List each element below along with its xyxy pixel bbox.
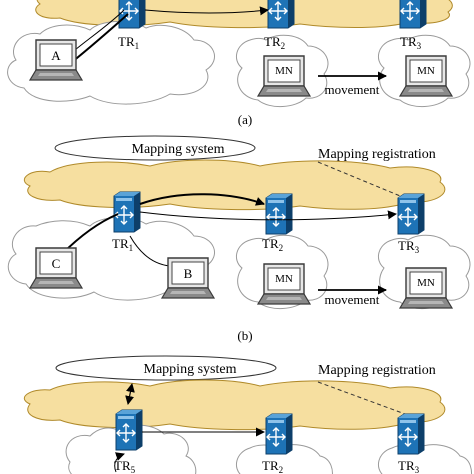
movement-label-b: movement bbox=[325, 292, 380, 307]
link-b-tr1 bbox=[129, 235, 171, 267]
mapping-registration-label-b: Mapping registration bbox=[318, 147, 436, 162]
access-cloud-c-right bbox=[377, 444, 473, 474]
tr2-label-c: TR2 bbox=[262, 458, 283, 474]
arrow-up-tr5 bbox=[114, 452, 125, 473]
mapping-system-ellipse-b bbox=[54, 135, 256, 161]
router-tr1-icon bbox=[118, 0, 146, 29]
tr3-label-c: TR3 bbox=[398, 458, 420, 474]
mapping-system-label-c: Mapping system bbox=[144, 362, 237, 377]
router-tr3-icon bbox=[399, 0, 427, 29]
arrow-tr1-tr3-b bbox=[139, 210, 397, 221]
core-cloud-b bbox=[23, 159, 446, 211]
registration-dashed-b bbox=[317, 161, 406, 199]
router-tr2-icon-b bbox=[265, 193, 293, 235]
router-tr1-icon-b bbox=[113, 191, 141, 233]
core-cloud-c bbox=[23, 379, 446, 431]
caption-b: (b) bbox=[237, 328, 252, 343]
movement-label-a: movement bbox=[325, 82, 380, 97]
mn-label-a-right: MN bbox=[417, 65, 435, 77]
host-a-label: A bbox=[51, 48, 61, 63]
arrow-tr1-tr2-b bbox=[139, 193, 265, 206]
mn-label-b-right: MN bbox=[417, 277, 435, 289]
router-tr3-icon-c bbox=[397, 413, 425, 455]
host-b-label: B bbox=[184, 266, 193, 281]
tr2-label-b: TR2 bbox=[262, 236, 283, 253]
tr2-label-a: TR2 bbox=[264, 34, 285, 51]
mapping-system-ellipse-c bbox=[55, 355, 277, 381]
arrow-mapping-tr5 bbox=[125, 383, 135, 405]
panel-a: TR1 TR2 TR3 A MN MN movement (a) bbox=[7, 0, 471, 127]
tr5-label-c: TR5 bbox=[114, 458, 136, 474]
caption-a: (a) bbox=[238, 112, 252, 127]
arrow-tr1-tr2-a bbox=[144, 6, 269, 16]
router-tr5-icon bbox=[115, 409, 143, 451]
mn-label-a-left: MN bbox=[275, 65, 293, 77]
router-tr2-icon-c bbox=[265, 413, 293, 455]
registration-dashed-c bbox=[317, 381, 406, 415]
panel-b: Mapping system Mapping registration TR1 … bbox=[7, 135, 471, 343]
mapping-registration-label-c: Mapping registration bbox=[318, 363, 436, 378]
tr1-label-a: TR1 bbox=[118, 34, 139, 51]
tr3-label-a: TR3 bbox=[400, 34, 422, 51]
tr3-label-b: TR3 bbox=[398, 238, 420, 255]
router-tr2-icon bbox=[267, 0, 295, 29]
mn-label-b-left: MN bbox=[275, 273, 293, 285]
panel-c: Mapping system Mapping registration TR5 … bbox=[23, 355, 473, 474]
mapping-system-label-b: Mapping system bbox=[132, 142, 225, 157]
host-c-label: C bbox=[52, 256, 61, 271]
core-cloud-a bbox=[35, 0, 453, 29]
router-tr3-icon-b bbox=[397, 193, 425, 235]
tr1-label-b: TR1 bbox=[112, 236, 133, 253]
